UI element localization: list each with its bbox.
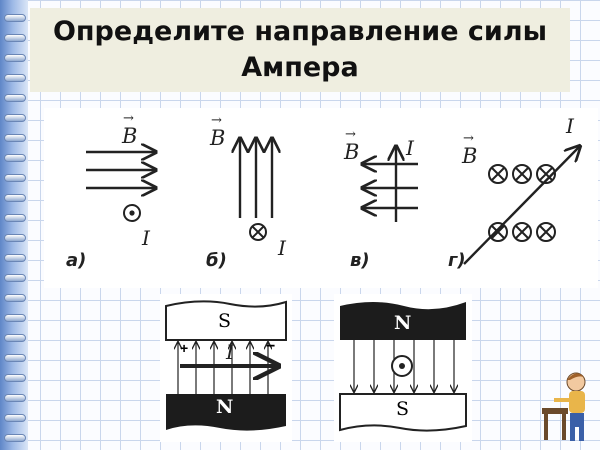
binding-ring	[4, 174, 26, 182]
binding-ring	[4, 394, 26, 402]
diagram-v-field-lines	[362, 164, 418, 208]
diagrams-svg	[86, 108, 598, 265]
vector-b-label-b: B	[210, 113, 225, 150]
cross-symbol	[512, 164, 532, 184]
current-cross-symbol	[249, 223, 267, 241]
current-label-v: I	[406, 136, 414, 160]
binding-ring	[4, 14, 26, 22]
diagram-g-cross-symbols	[488, 164, 556, 242]
magnet-1-svg	[165, 300, 287, 431]
vector-b-label-a: B	[122, 111, 137, 148]
binding-ring	[4, 294, 26, 302]
diagram-b-field-lines	[240, 138, 272, 218]
current-arrow-diagonal	[463, 146, 580, 265]
binding-ring	[4, 134, 26, 142]
diagram-label-g: г)	[448, 250, 466, 271]
cross-symbol	[536, 222, 556, 242]
binding-ring	[4, 34, 26, 42]
binding-ring	[4, 354, 26, 362]
page-title-line-2: Ампера	[241, 52, 359, 83]
pole-n-top: N	[394, 312, 412, 334]
cross-symbol	[488, 164, 508, 184]
diagram-a-field-lines	[86, 152, 156, 188]
binding-ring	[4, 274, 26, 282]
diagram-label-v: в)	[350, 250, 370, 271]
current-label-a: I	[142, 226, 150, 250]
binding-ring	[4, 314, 26, 322]
binding-ring	[4, 434, 26, 442]
magnet-2-svg	[339, 302, 467, 432]
magnet-diagram-2: N S	[334, 294, 472, 442]
current-label-b: I	[278, 236, 286, 260]
magnet-diagram-1: S N + − I	[160, 294, 292, 442]
diagram-label-a: а)	[66, 250, 87, 271]
binding-ring	[4, 74, 26, 82]
vector-b-label-v: B	[344, 127, 359, 164]
binding-ring	[4, 254, 26, 262]
cross-symbol	[488, 222, 508, 242]
binding-ring	[4, 234, 26, 242]
current-label-g: I	[566, 114, 574, 138]
cross-symbol	[512, 222, 532, 242]
binding-ring	[4, 194, 26, 202]
binding-ring	[4, 94, 26, 102]
plus-sign: +	[180, 340, 189, 356]
diagrams-panel: B I а) B I б) B I в) B I г)	[44, 108, 598, 288]
pole-n-bottom: N	[216, 396, 234, 418]
student-at-desk-icon	[542, 372, 586, 441]
minus-sign: −	[266, 338, 276, 355]
page-title-line-1: Определите направление силы	[52, 16, 548, 47]
binding-ring	[4, 154, 26, 162]
current-dot-symbol-magnet-2	[391, 355, 413, 377]
diagram-label-b: б)	[206, 250, 227, 271]
title-banner: Определите направление силы Ампера	[30, 8, 570, 92]
vector-b-label-g: B	[462, 131, 477, 168]
current-label-magnet-1: I	[226, 340, 234, 364]
spiral-binding-icon	[0, 0, 28, 450]
binding-ring	[4, 54, 26, 62]
binding-ring	[4, 114, 26, 122]
binding-ring	[4, 334, 26, 342]
pole-s-top: S	[218, 310, 232, 332]
pole-s-bottom: S	[396, 398, 410, 420]
binding-ring	[4, 414, 26, 422]
current-dot-symbol	[123, 204, 141, 222]
binding-ring	[4, 214, 26, 222]
binding-ring	[4, 374, 26, 382]
